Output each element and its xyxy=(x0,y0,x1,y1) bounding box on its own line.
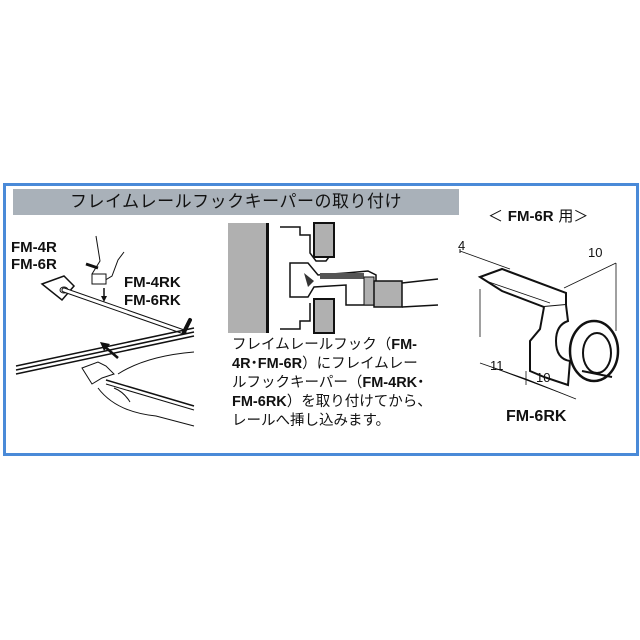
desc-line4-text: ）を取り付けてから、 xyxy=(286,394,432,410)
header-bar: フレイムレールフックキーパーの取り付け xyxy=(13,189,459,215)
instruction-description: フレイムレールフック（FM- 4R･FM-6R）にフレイムレー ルフックキーパー… xyxy=(232,336,450,431)
desc-line3-text: ルフックキーパー（ xyxy=(232,375,363,391)
keeper-label-fm4rk: FM-4RK xyxy=(124,274,181,291)
desc-line3-bold: FM-4RK･ xyxy=(362,375,425,391)
instruction-panel: フレイムレールフックキーパーの取り付け FM-4R FM-6R FM-4RK F… xyxy=(3,183,639,456)
keeper-label-fm6rk: FM-6RK xyxy=(124,292,181,309)
fm6rk-part-drawing xyxy=(459,249,620,400)
dimension-top-right: 10 xyxy=(588,245,603,260)
hook-label-fm6r: FM-6R xyxy=(11,256,57,273)
desc-line2-text: ）にフレイムレー xyxy=(302,356,418,372)
dimension-bottom-left: 11 xyxy=(490,358,504,373)
desc-line5-text: レールへ挿し込みます。 xyxy=(232,413,391,429)
dimension-top-left: 4 xyxy=(458,238,466,253)
right-figure-title: ＜ FM-6R 用＞ xyxy=(488,206,588,227)
hook-assembly-illustration xyxy=(15,235,195,427)
desc-line4-bold: FM-6RK xyxy=(232,394,287,410)
header-title: フレイムレールフックキーパーの取り付け xyxy=(70,192,402,212)
desc-line1-text: フレイムレールフック（ xyxy=(232,337,392,353)
desc-line1-bold: FM- xyxy=(391,337,417,353)
title-model: FM-6R xyxy=(507,208,554,225)
desc-line2-bold: 4R･FM-6R xyxy=(232,356,303,372)
title-prefix: ＜ xyxy=(488,207,508,225)
part-label: FM-6RK xyxy=(506,408,567,425)
rail-cross-section-diagram xyxy=(228,222,439,334)
hook-label-fm4r: FM-4R xyxy=(11,239,57,256)
title-suffix: 用＞ xyxy=(553,207,589,225)
dimension-bottom-right: 10 xyxy=(536,370,551,385)
